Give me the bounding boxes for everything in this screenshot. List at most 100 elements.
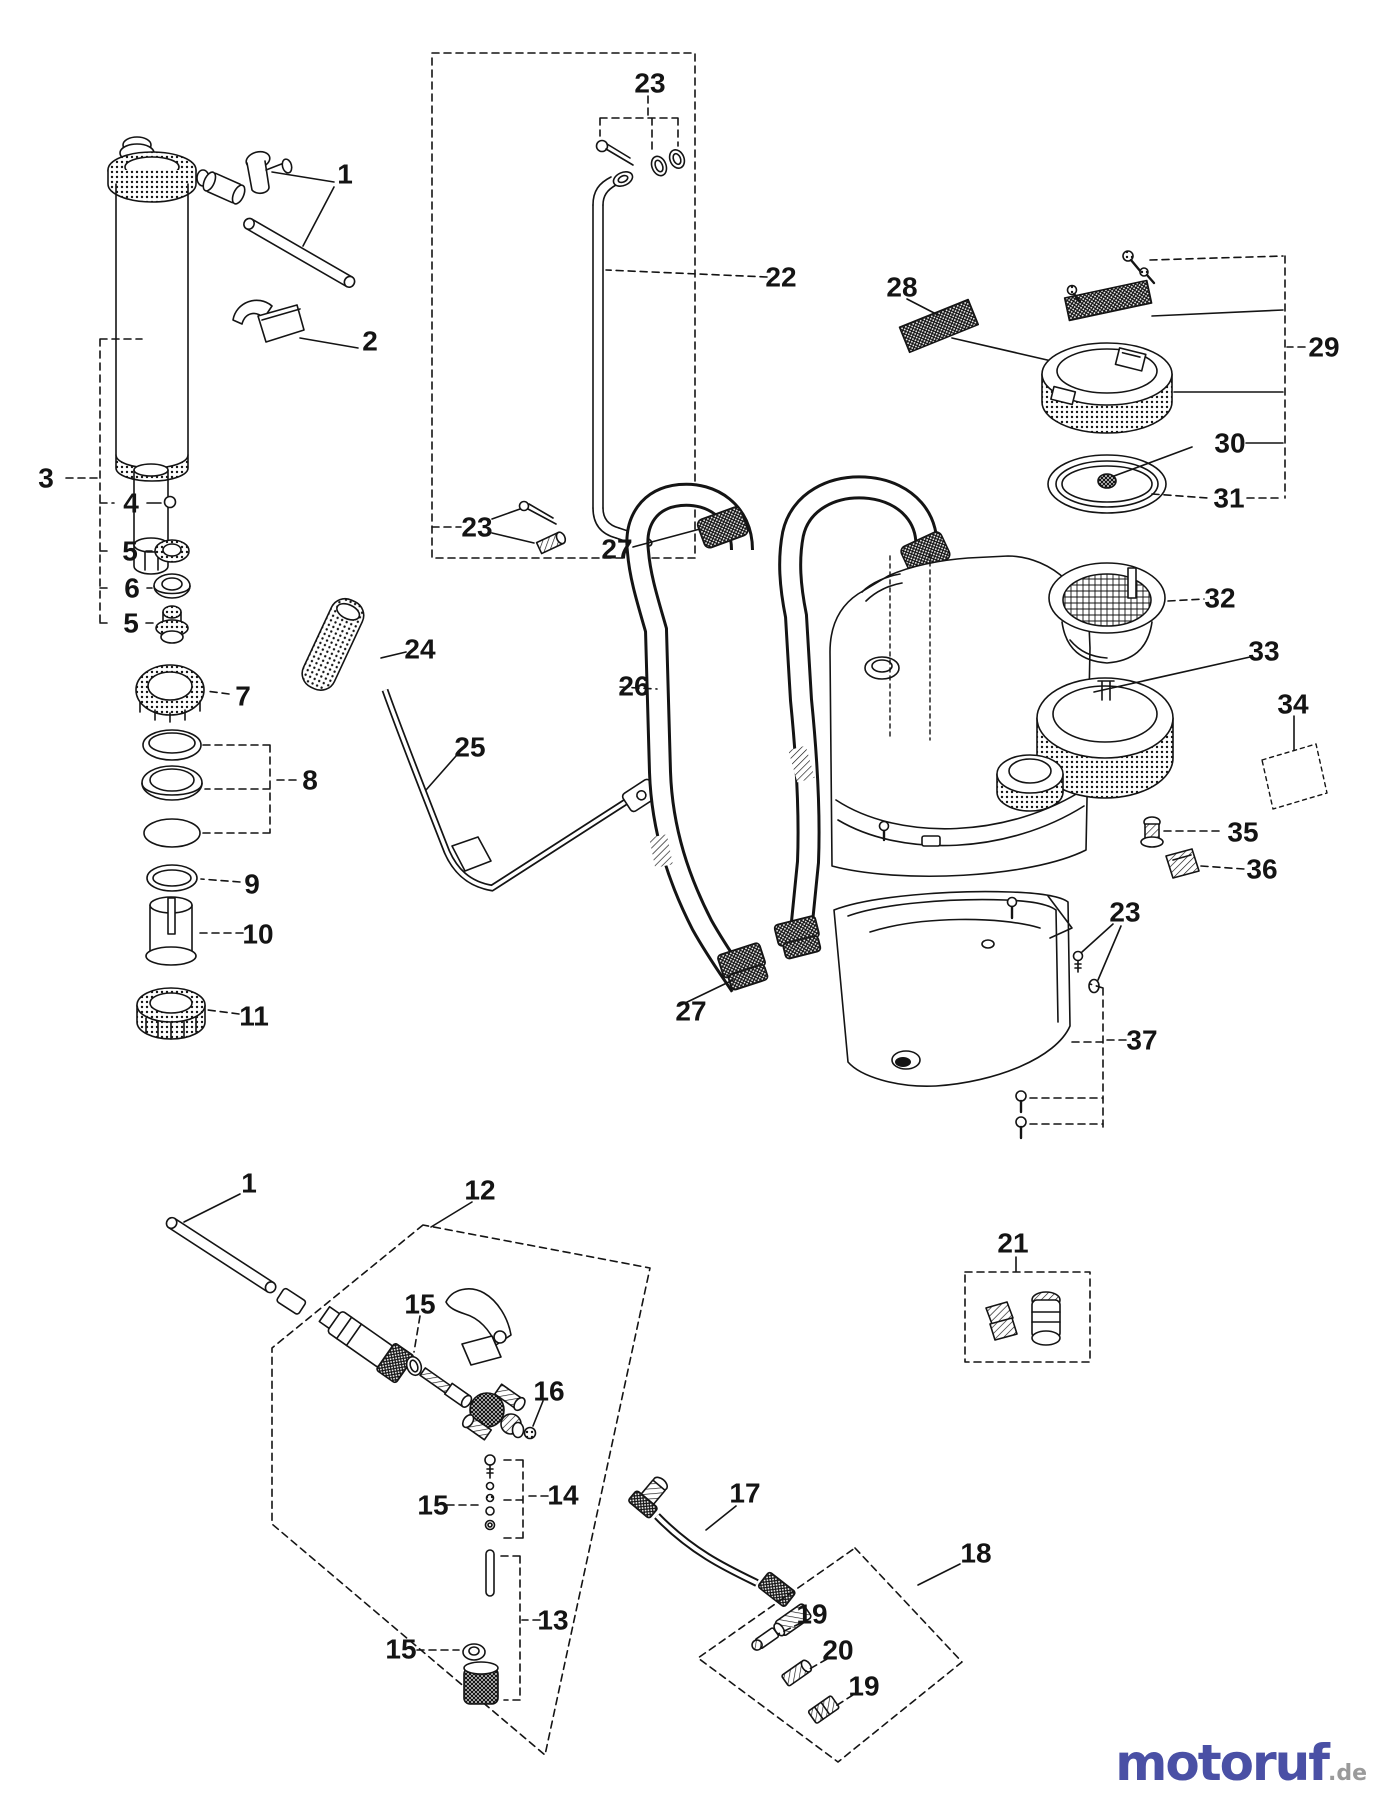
part-callout-23-12: 23 [634,68,665,99]
callout-layer: 1234565789101123222324252726272829303132… [38,68,1339,1702]
part-23-cotter-pin-bottom [518,500,557,525]
leader-16 [532,1400,544,1427]
part-callout-17-39: 17 [729,1478,760,1509]
hose-elbow-tip [773,1603,812,1637]
part-callout-19-43: 19 [848,1671,879,1702]
hose-coupler [757,1571,796,1607]
part-callout-27-17: 27 [601,534,632,565]
part-callout-16-34: 16 [533,1376,564,1407]
part-1-sleeve [202,171,246,205]
bracket-13 [497,1555,541,1701]
part-1-tube [243,217,356,289]
part-21-clip [985,1301,1018,1341]
nozzle-dashed-box [697,1547,963,1763]
pump-parts-column [65,338,297,1040]
valve-tee-fitting [461,1383,526,1441]
part-2-clip [232,299,305,343]
leader-23-bottom [491,508,535,544]
part-callout-3-2: 3 [38,463,54,494]
shoulder-straps [619,475,951,1006]
part-callout-21-44: 21 [997,1228,1028,1259]
part-callout-15-38: 15 [385,1634,416,1665]
part-callout-31-23: 31 [1213,483,1244,514]
part-callout-15-36: 15 [417,1490,448,1521]
leader-31 [1151,493,1284,499]
spare-parts-box-section [964,1256,1091,1363]
wand-box-section [431,52,768,559]
bracket-14 [499,1459,549,1539]
leader-15-a [413,1315,421,1353]
pump-cylinder-assembly [107,136,359,575]
tank-neck [1036,677,1174,799]
leader-26 [619,686,658,690]
bracket-23-top [599,95,679,151]
part-callout-19-41: 19 [796,1599,827,1630]
part-callout-18-40: 18 [960,1538,991,1569]
leader-2 [299,337,359,349]
part-callout-9-9: 9 [244,869,260,900]
leader-1-lower [183,1193,241,1223]
part-5-valve [155,605,189,644]
part-11-knurled-cap [136,987,206,1040]
part-callout-10-10: 10 [242,919,273,950]
part-callout-5-4: 5 [122,536,138,567]
bracket-37 [1071,983,1127,1129]
part-callout-11-11: 11 [239,1001,269,1032]
base-bolts [1015,1090,1104,1140]
part-callout-14-35: 14 [547,1480,579,1511]
part-callout-8-8: 8 [302,765,318,796]
part-6-washer [153,573,191,599]
part-24-grip [301,597,365,691]
leader-25 [425,755,457,791]
part-10-cylinder [145,896,197,966]
valve-lever [445,1288,512,1366]
leader-33 [1093,656,1251,693]
valve-dashed-box [271,1224,651,1756]
leaders-19-20 [777,1622,854,1708]
hose-fitting-top [628,1476,669,1519]
part-5-nut [154,539,190,563]
part-callout-32-24: 32 [1204,583,1235,614]
leader-27-bottom [680,979,734,1006]
bracket-3 [65,338,143,628]
base-assembly [833,890,1127,1140]
part-28-scrubber [898,298,980,354]
part-23-cotter-pin-top [595,139,634,166]
control-valve-box-section [165,1193,651,1756]
part-callout-1-0: 1 [337,159,353,190]
part-callout-24-15: 24 [404,634,436,665]
part-30-grommet [1097,473,1117,489]
leader-32 [1167,598,1205,602]
cylinder-recess [889,553,931,741]
leader-27-top [632,528,701,548]
pump-handle-assembly [301,597,659,892]
part-34-label-plate [1261,743,1328,810]
part-23-sleeve-bottom [535,531,567,555]
part-31-gasket-disc [1047,454,1167,514]
part-13-plug [463,1661,499,1705]
leader-36 [1200,865,1245,870]
part-36-clip [1165,848,1200,879]
part-1-elbow-fitting [245,150,293,195]
part-callout-12-32: 12 [464,1175,495,1206]
part-callout-23-29: 23 [1109,897,1140,928]
part-callout-36-28: 36 [1246,854,1277,885]
logo-tld-text: .de [1327,1761,1367,1786]
cap-screws [1122,250,1284,285]
part-callout-1-31: 1 [241,1168,257,1199]
part-callout-35-27: 35 [1227,817,1258,848]
strap-front [625,482,769,993]
part-19-bolt [751,1627,780,1651]
logo-brand-text: motoruf [1115,1734,1330,1792]
part-callout-33-25: 33 [1248,636,1279,667]
part-callout-29-21: 29 [1308,332,1339,363]
part-35-screw [1140,816,1164,848]
part-32-strainer [1048,562,1166,664]
spare-dashed-box [964,1271,1091,1363]
hose-assembly [628,1476,812,1637]
wand-dashed-box [431,52,696,559]
part-21-nozzle [1031,1291,1061,1346]
part-29-cap [1041,342,1284,434]
part-callout-22-13: 22 [765,262,796,293]
